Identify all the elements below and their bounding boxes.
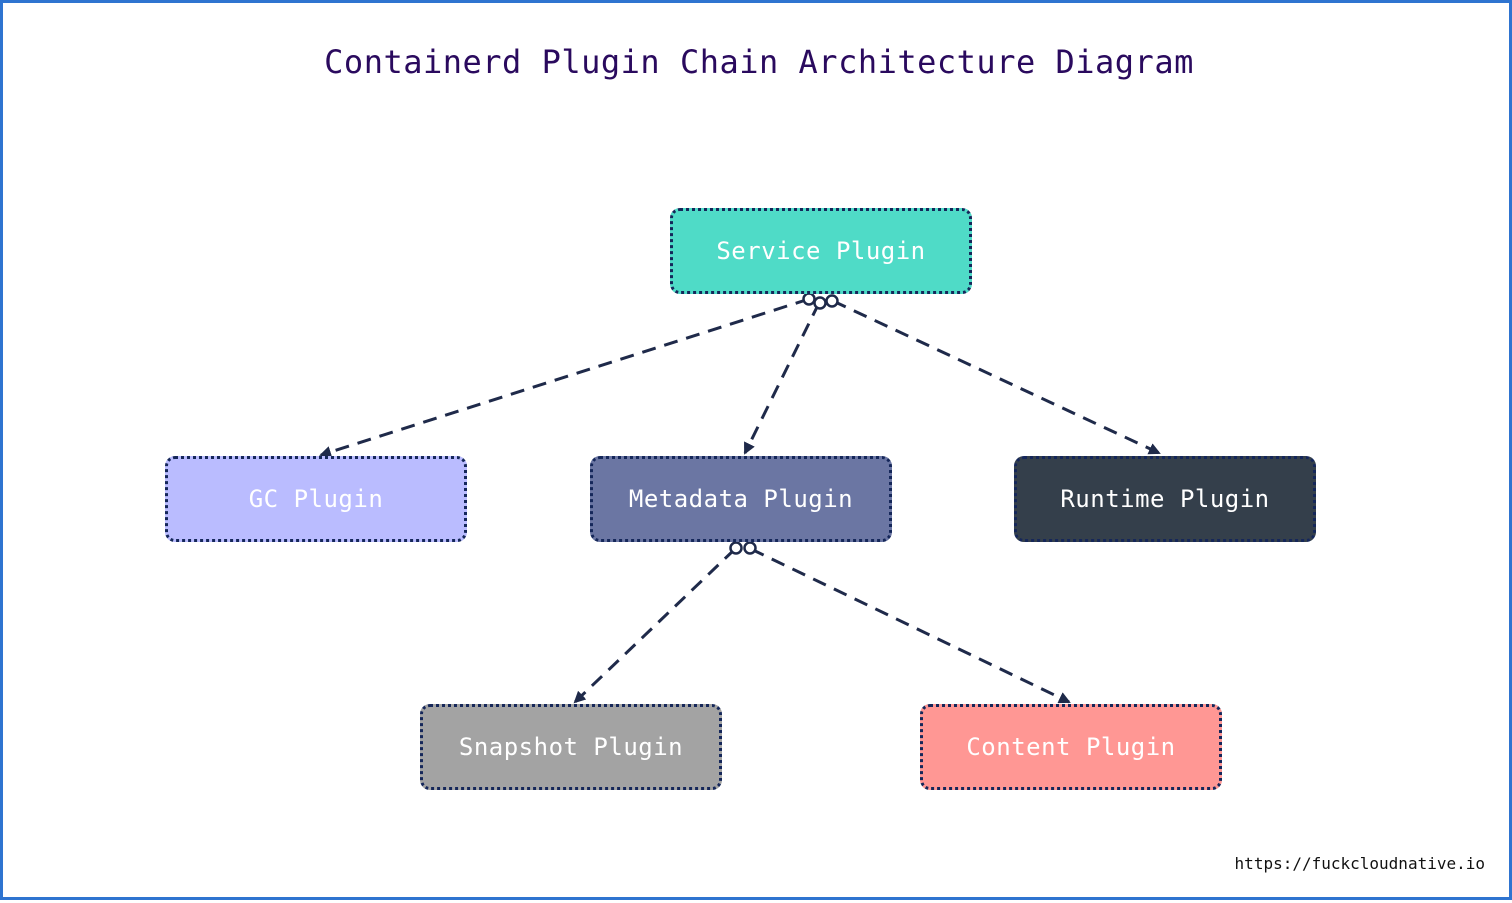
edge-service-metadata — [743, 302, 821, 455]
service-plugin-node: Service Plugin — [670, 208, 972, 294]
connector-service-2 — [813, 296, 827, 310]
gc-plugin-node: GC Plugin — [165, 456, 467, 542]
runtime-plugin-node: Runtime Plugin — [1014, 456, 1316, 542]
edge-service-runtime — [832, 299, 1161, 455]
connector-service-1 — [802, 292, 816, 306]
edge-metadata-snapshot — [573, 547, 737, 704]
edge-metadata-content — [750, 547, 1071, 704]
edge-service-gc — [319, 297, 810, 458]
connector-metadata-1 — [729, 541, 743, 555]
diagram-title: Containerd Plugin Chain Architecture Dia… — [324, 43, 1194, 81]
connector-metadata-2 — [743, 541, 757, 555]
content-plugin-node: Content Plugin — [920, 704, 1222, 790]
watermark-url: https://fuckcloudnative.io — [1234, 854, 1485, 873]
snapshot-plugin-node: Snapshot Plugin — [420, 704, 722, 790]
metadata-plugin-node: Metadata Plugin — [590, 456, 892, 542]
edges-layer — [319, 292, 1161, 704]
connector-service-3 — [825, 294, 839, 308]
